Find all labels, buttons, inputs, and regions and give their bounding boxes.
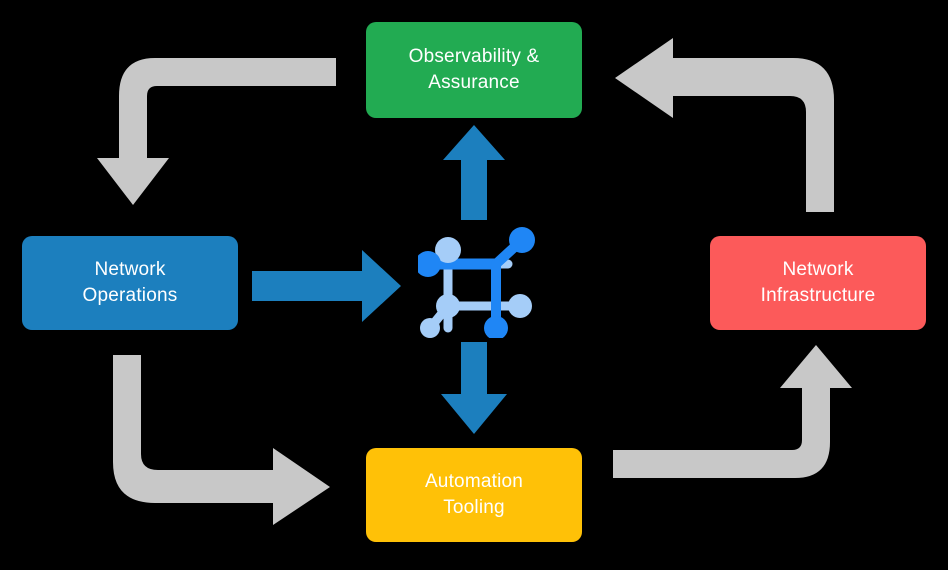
arrow-automation-tooling-to-network-infrastructure (613, 345, 852, 478)
arrow-network-operations-to-center (252, 250, 401, 322)
topology-node (436, 294, 460, 318)
topology-node (418, 251, 441, 277)
arrow-network-infrastructure-to-observability (615, 38, 834, 212)
arrow-observability-to-network-operations (97, 58, 336, 205)
topology-node (509, 227, 535, 253)
node-observability-assurance[interactable]: Observability &Assurance (366, 22, 582, 118)
arrow-center-to-observability (443, 125, 505, 220)
arrow-center-to-automation-tooling (441, 342, 507, 434)
arrow-network-operations-to-automation-tooling (113, 355, 330, 525)
topology-node (420, 318, 440, 338)
topology-node (508, 294, 532, 318)
node-label: Observability &Assurance (408, 46, 540, 93)
topology-node (484, 316, 508, 338)
topology-node (435, 237, 461, 263)
network-topology-icon (418, 227, 535, 338)
